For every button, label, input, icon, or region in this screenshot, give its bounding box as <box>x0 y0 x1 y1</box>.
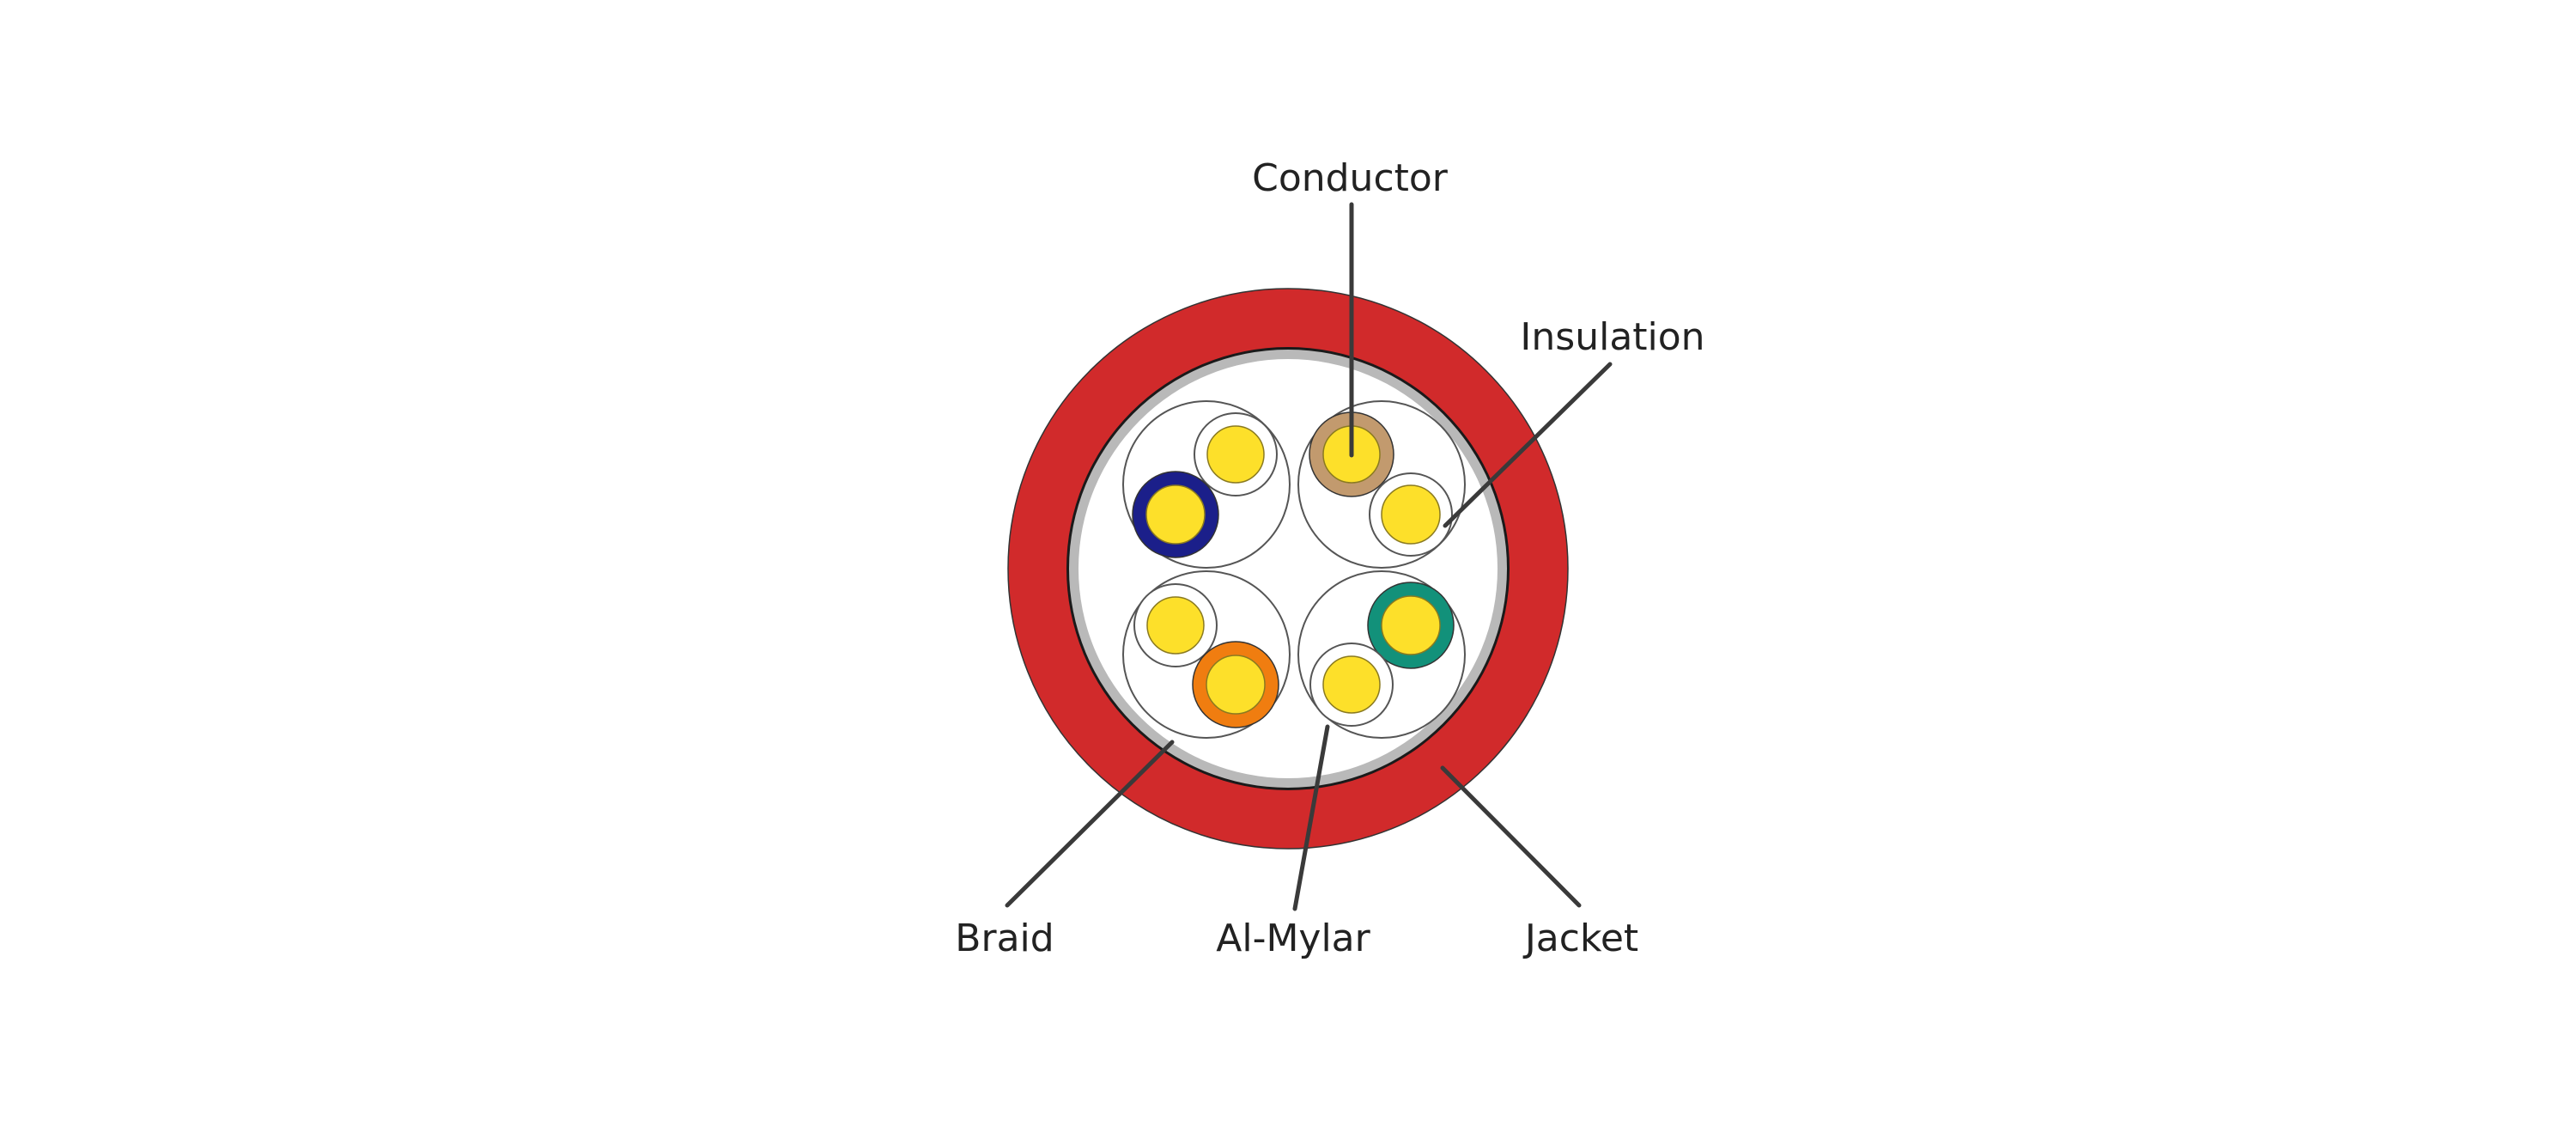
jacket-leader <box>1440 765 1582 908</box>
conductor-core <box>1381 595 1441 655</box>
al-mylar-leader <box>1292 724 1330 911</box>
conductor-core <box>1146 596 1205 655</box>
braid-label: Braid <box>955 917 1054 960</box>
conductor-core <box>1381 484 1441 545</box>
pair-orange <box>1122 570 1291 739</box>
conductor-core <box>1206 425 1265 484</box>
braid-leader <box>1005 740 1175 908</box>
al-mylar-label: Al-Mylar <box>1216 917 1370 960</box>
pair-blue <box>1122 400 1291 569</box>
pair-green <box>1297 570 1466 739</box>
conductor-label: Conductor <box>1252 156 1449 200</box>
conductor-core <box>1206 655 1266 715</box>
jacket-label: Jacket <box>1522 917 1638 960</box>
conductor-core <box>1145 484 1206 545</box>
insulation-label: Insulation <box>1520 315 1704 359</box>
conductor-core <box>1322 655 1381 714</box>
insulation-leader <box>1443 362 1613 528</box>
pair-brown <box>1297 400 1466 569</box>
